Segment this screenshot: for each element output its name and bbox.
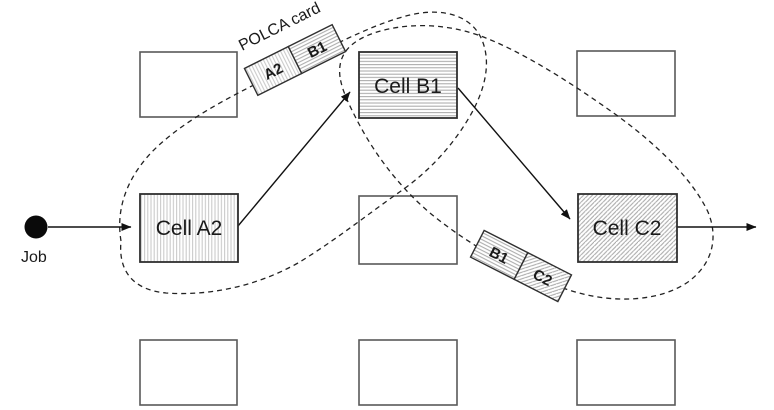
cell-c2: Cell C2 [577, 193, 678, 263]
cell-b1-label: Cell B1 [374, 75, 442, 98]
card-a2-b1-right-label: B1 [305, 38, 330, 62]
arrow-b1-to-c2 [457, 87, 571, 220]
polca-loop-b1-c2 [339, 25, 714, 300]
polca-card-a2-b1: A2 B1 [243, 23, 347, 97]
cell-b1: Cell B1 [358, 51, 458, 119]
card-a2-b1-left-label: A2 [261, 60, 286, 84]
arrow-a2-to-b1 [237, 91, 351, 227]
cell-a2-label: Cell A2 [156, 217, 223, 240]
polca-card-b1-c2: B1 C2 [469, 229, 573, 303]
empty-box-bottom-right [576, 339, 676, 406]
cell-a2: Cell A2 [139, 193, 239, 263]
empty-box-bottom-left [139, 339, 238, 406]
empty-box-top-right [576, 50, 676, 117]
card-b1-c2-right-label: C2 [530, 266, 555, 290]
card-b1-c2-left-label: B1 [486, 244, 511, 268]
empty-box-bottom-center [358, 339, 458, 406]
empty-box-top-left [139, 51, 238, 118]
job-dot [24, 215, 48, 239]
cell-c2-label: Cell C2 [593, 217, 662, 240]
job-label: Job [21, 249, 47, 266]
polca-loop-a2-b1 [119, 11, 488, 295]
empty-box-middle-center [358, 195, 458, 265]
